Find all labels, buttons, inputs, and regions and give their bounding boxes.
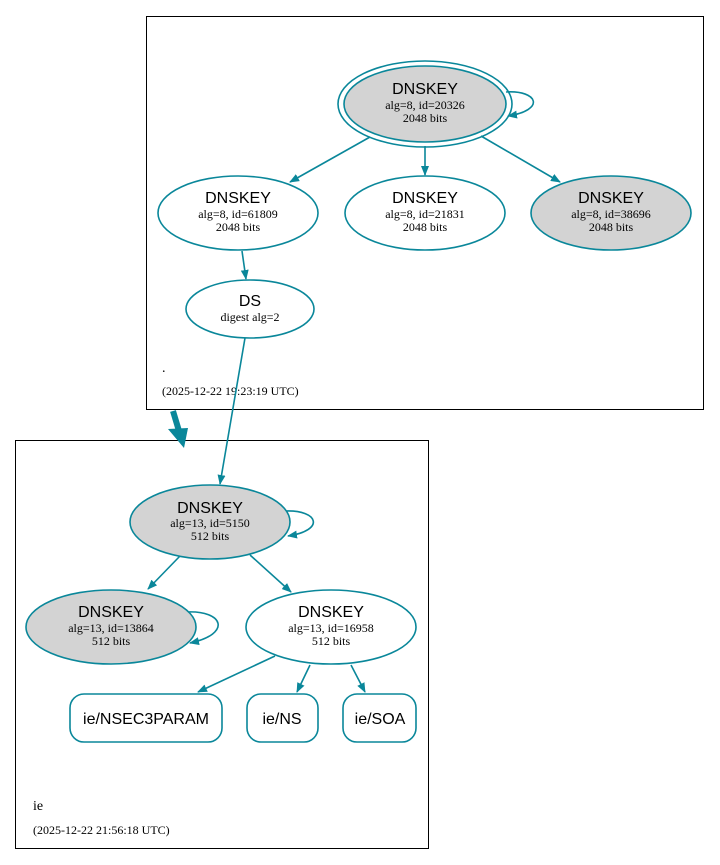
dnskey-node-16958-bits: 512 bits (312, 634, 351, 648)
dnskey-node-16958-id: alg=13, id=16958 (288, 621, 374, 635)
edge-61809-to-ds (240, 250, 249, 280)
dnskey-node-16958-shape (245, 589, 417, 665)
dnskey-node-38696-bits: 2048 bits (589, 220, 634, 234)
delegation-arrow (170, 410, 182, 432)
dnskey-node-20326-id: alg=8, id=20326 (385, 98, 465, 112)
edge-self-loop-5150 (285, 510, 315, 539)
dnskey-node-20326-bits: 2048 bits (403, 111, 448, 125)
dnskey-node-61809[interactable]: DNSKEY alg=8, id=61809 2048 bits (157, 175, 319, 251)
zone-ie-label: ie (33, 799, 43, 814)
edges (147, 91, 561, 693)
dnskey-node-38696-id: alg=8, id=38696 (571, 207, 651, 221)
rrset-ns-node[interactable]: ie/NS (246, 693, 319, 743)
rrset-soa-node[interactable]: ie/SOA (342, 693, 417, 743)
edge-5150-to-16958 (249, 554, 292, 593)
rrset-nsec3param-label: ie/NSEC3PARAM (83, 711, 209, 728)
dnskey-node-61809-title: DNSKEY (205, 190, 271, 207)
delegation-arrowhead (168, 428, 188, 448)
ds-node-shape (185, 279, 315, 339)
dnskey-node-21831-id: alg=8, id=21831 (385, 207, 465, 221)
rrset-nsec3param-shape (69, 693, 223, 743)
dnskey-node-20326-shape (343, 65, 507, 143)
ds-node-title: DS (239, 293, 261, 310)
dnskey-node-16958-title: DNSKEY (298, 604, 364, 621)
dnskey-node-13864-shape (25, 589, 197, 665)
dnskey-node-20326[interactable]: DNSKEY alg=8, id=20326 2048 bits (337, 60, 513, 148)
rrset-nsec3param-node[interactable]: ie/NSEC3PARAM (69, 693, 223, 743)
dnskey-node-38696[interactable]: DNSKEY alg=8, id=38696 2048 bits (530, 175, 692, 251)
dnskey-node-5150-bits: 512 bits (191, 529, 230, 543)
dnskey-node-5150-id: alg=13, id=5150 (170, 516, 250, 530)
edge-16958-to-nsec3param (197, 655, 276, 693)
dnskey-node-13864-title: DNSKEY (78, 604, 144, 621)
dnskey-node-20326-outer-ring (337, 60, 513, 148)
ds-node[interactable]: DS digest alg=2 (185, 279, 315, 339)
dnskey-node-38696-title: DNSKEY (578, 190, 644, 207)
dnskey-node-21831-shape (344, 175, 506, 251)
rrset-ns-shape (246, 693, 319, 743)
dnskey-node-13864-id: alg=13, id=13864 (68, 621, 154, 635)
dnskey-node-38696-shape (530, 175, 692, 251)
ds-node-digest: digest alg=2 (220, 310, 279, 324)
zone-root-label: . (162, 361, 166, 376)
edge-20326-to-38696 (480, 135, 561, 183)
edge-self-loop-13864 (185, 611, 219, 646)
edge-20326-to-61809 (289, 136, 371, 183)
dnskey-node-21831-title: DNSKEY (392, 190, 458, 207)
dnskey-node-21831[interactable]: DNSKEY alg=8, id=21831 2048 bits (344, 175, 506, 251)
dnskey-node-20326-title: DNSKEY (392, 81, 458, 98)
dnskey-node-5150[interactable]: DNSKEY alg=13, id=5150 512 bits (129, 484, 291, 560)
zone-root-timestamp: (2025-12-22 19:23:19 UTC) (162, 384, 299, 398)
rrset-ns-label: ie/NS (262, 711, 301, 728)
dnskey-node-21831-bits: 2048 bits (403, 220, 448, 234)
dnskey-node-13864[interactable]: DNSKEY alg=13, id=13864 512 bits (25, 589, 197, 665)
rrset-soa-shape (342, 693, 417, 743)
dnskey-node-5150-shape (129, 484, 291, 560)
edge-ds-to-5150 (217, 337, 246, 485)
rrset-soa-label: ie/SOA (355, 711, 406, 728)
dnskey-node-61809-bits: 2048 bits (216, 220, 261, 234)
edge-self-loop-20326 (505, 91, 535, 119)
dnskey-node-61809-shape (157, 175, 319, 251)
edge-5150-to-13864 (147, 555, 181, 590)
edge-16958-to-soa (350, 664, 366, 693)
dnskey-node-5150-title: DNSKEY (177, 500, 243, 517)
dnskey-node-13864-bits: 512 bits (92, 634, 131, 648)
dnskey-node-16958[interactable]: DNSKEY alg=13, id=16958 512 bits (245, 589, 417, 665)
dnskey-node-61809-id: alg=8, id=61809 (198, 207, 278, 221)
edge-16958-to-ns (296, 664, 311, 693)
zone-ie-timestamp: (2025-12-22 21:56:18 UTC) (33, 823, 170, 837)
